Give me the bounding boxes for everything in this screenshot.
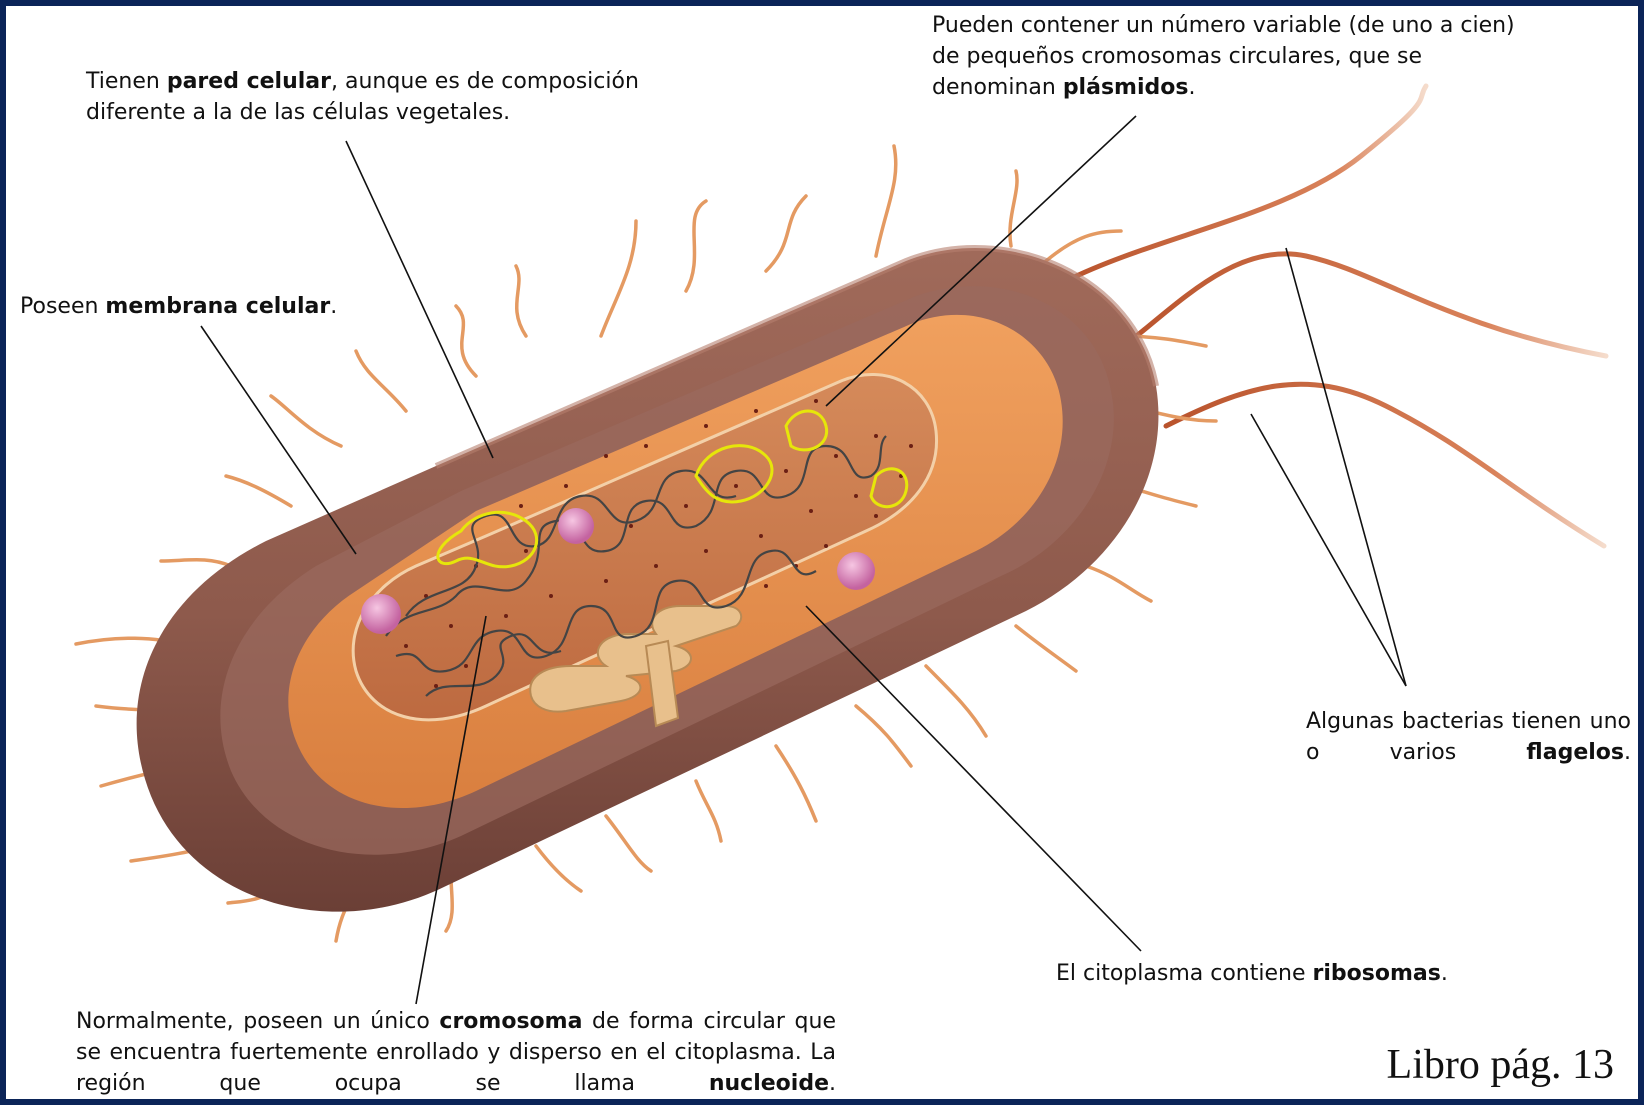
label-flagella: Algunas bacterias tienen uno o varios fl… — [1306, 706, 1631, 768]
page-reference: Libro pág. 13 — [1387, 1041, 1614, 1089]
slide: Tienen pared celular, aunque es de compo… — [6, 6, 1638, 1099]
label-cell-wall: Tienen pared celular, aunque es de compo… — [86, 66, 656, 128]
label-plasmids: Pueden contener un número variable (de u… — [932, 10, 1522, 103]
label-cell-membrane: Poseen membrana celular. — [20, 291, 380, 322]
bacterium-illustration — [6, 6, 1638, 1099]
label-chromosome: Normalmente, poseen un único cromosoma d… — [76, 1006, 836, 1099]
label-cytoplasm: El citoplasma contiene ribosomas. — [1056, 958, 1476, 989]
